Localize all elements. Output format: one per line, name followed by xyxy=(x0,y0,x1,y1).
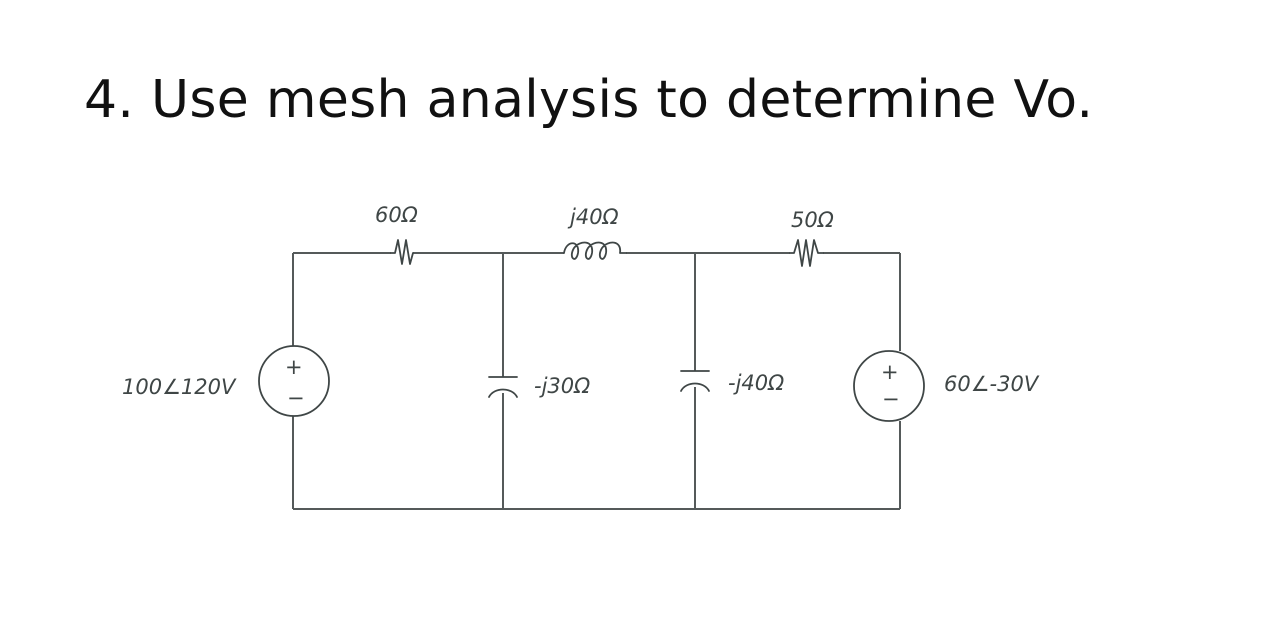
capacitor-j30-label: -j30Ω xyxy=(534,374,590,398)
capacitor-j40-symbol xyxy=(680,370,710,392)
inductor-j40-symbol xyxy=(563,241,627,260)
capacitor-j30-symbol xyxy=(488,376,518,398)
resistor-60-symbol xyxy=(390,239,414,265)
inductor-j40-label: j40Ω xyxy=(567,205,619,229)
capacitor-j40-label: -j40Ω xyxy=(728,371,784,395)
svg-text:+: + xyxy=(881,360,899,384)
circuit-wires xyxy=(292,252,901,510)
voltage-source-left: + − xyxy=(258,345,330,417)
svg-text:+: + xyxy=(285,355,303,379)
slide-title: 4. Use mesh analysis to determine Vo. xyxy=(84,70,1094,130)
voltage-source-left-label: 100∠120V xyxy=(122,375,237,399)
resistor-50-symbol xyxy=(789,239,824,267)
resistor-50-label: 50Ω xyxy=(791,208,834,232)
svg-text:−: − xyxy=(287,386,305,410)
resistor-60-label: 60Ω xyxy=(375,203,418,227)
svg-text:−: − xyxy=(882,387,900,411)
voltage-source-right: + − xyxy=(853,350,925,422)
voltage-source-right-label: 60∠-30V xyxy=(944,372,1040,396)
